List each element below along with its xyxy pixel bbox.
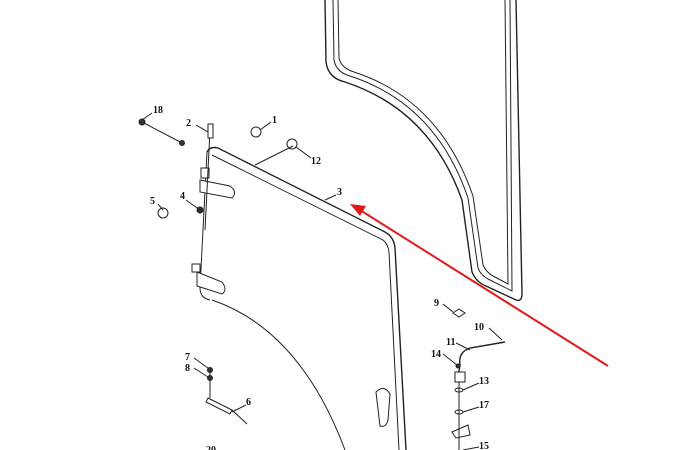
nut-12 (286, 138, 298, 150)
latch-assembly (451, 341, 506, 450)
label-13: 13 (479, 376, 489, 387)
label-20: 20 (206, 445, 216, 450)
label-5: 5 (150, 196, 155, 207)
label-18: 18 (153, 105, 163, 116)
handle (375, 388, 391, 427)
label-1: 1 (272, 115, 277, 126)
label-11: 11 (446, 337, 455, 348)
label-17: 17 (479, 400, 489, 411)
door-seal (324, 0, 523, 302)
red-arrow (350, 204, 609, 367)
label-7: 7 (185, 352, 190, 363)
label-8: 8 (185, 363, 190, 374)
leader-lines (141, 112, 503, 450)
rod-6 (205, 367, 248, 425)
label-12: 12 (311, 156, 321, 167)
door-glass (199, 146, 407, 450)
label-9: 9 (434, 298, 439, 309)
clip-9 (452, 308, 466, 318)
cap-1 (250, 126, 262, 138)
label-4: 4 (180, 191, 185, 202)
hinge-top (199, 123, 236, 231)
label-2: 2 (186, 118, 191, 129)
hinge-bottom (191, 263, 226, 295)
label-6: 6 (246, 397, 251, 408)
label-3: 3 (337, 187, 342, 198)
bolt-18 (138, 118, 185, 146)
label-14: 14 (431, 349, 441, 360)
label-15: 15 (479, 441, 489, 450)
bolt-5 (157, 207, 169, 219)
label-10: 10 (474, 322, 484, 333)
